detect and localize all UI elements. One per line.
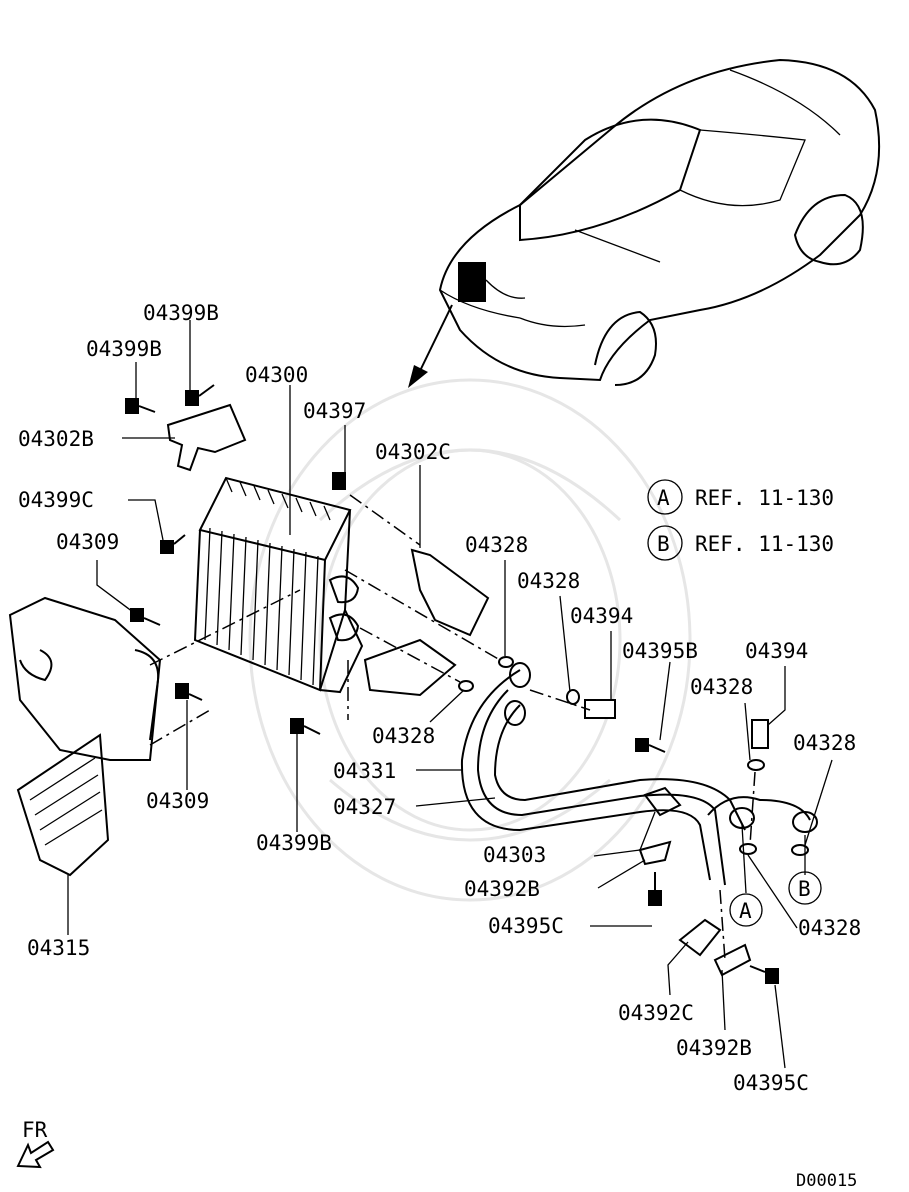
callout-04397: 04397 bbox=[303, 399, 366, 423]
callout-04302c: 04302C bbox=[375, 440, 451, 464]
callout-04315: 04315 bbox=[27, 936, 90, 960]
air-guide-shroud bbox=[8, 596, 162, 877]
callout-04331: 04331 bbox=[333, 759, 396, 783]
fr-arrow-icon bbox=[16, 1140, 55, 1169]
bracket-lower bbox=[363, 638, 457, 697]
callout-04328-d: 04328 bbox=[793, 731, 856, 755]
callout-04300: 04300 bbox=[245, 363, 308, 387]
callout-04328-e: 04328 bbox=[372, 724, 435, 748]
callout-04303: 04303 bbox=[483, 843, 546, 867]
callout-04328-f: 04328 bbox=[798, 916, 861, 940]
callout-04327: 04327 bbox=[333, 795, 396, 819]
marker-b: B bbox=[798, 877, 811, 901]
fr-label: FR bbox=[22, 1118, 48, 1142]
cooler-location-mark bbox=[458, 262, 486, 302]
callout-04392c: 04392C bbox=[618, 1001, 694, 1025]
connection-markers: B A bbox=[729, 871, 822, 927]
callout-04328-c: 04328 bbox=[690, 675, 753, 699]
drawing-code: D00015 bbox=[796, 1171, 857, 1187]
callout-04399b-upper-left: 04399B bbox=[86, 337, 162, 361]
callout-04392b-upper: 04392B bbox=[464, 877, 540, 901]
location-arrow-head bbox=[408, 365, 428, 388]
reference-legend: A REF. 11-130 B REF. 11-130 bbox=[647, 479, 834, 561]
marker-a: A bbox=[739, 899, 752, 923]
clamp-04392b-lower bbox=[713, 943, 752, 977]
bracket-04302c bbox=[410, 548, 490, 637]
oil-hose-assembly bbox=[460, 662, 818, 886]
callout-04309-lower: 04309 bbox=[146, 789, 209, 813]
callout-04328-b: 04328 bbox=[517, 569, 580, 593]
clamp-04392b-upper bbox=[638, 840, 672, 866]
o-ring-group bbox=[458, 656, 809, 856]
bolt-group bbox=[125, 384, 779, 984]
part-callouts: 04399B 04399B 04300 04397 04302B 04302C … bbox=[18, 301, 861, 1095]
oil-cooler-body bbox=[193, 476, 364, 694]
leader-lines bbox=[67, 320, 833, 1069]
callout-04394-a: 04394 bbox=[570, 604, 633, 628]
callout-04302b: 04302B bbox=[18, 427, 94, 451]
callout-04328-a: 04328 bbox=[465, 533, 528, 557]
legend-text-b: REF. 11-130 bbox=[695, 532, 834, 556]
clamp-04392c bbox=[678, 918, 722, 957]
callout-04392b-lower: 04392B bbox=[676, 1036, 752, 1060]
callout-04399b-top: 04399B bbox=[143, 301, 219, 325]
callout-04395c-upper: 04395C bbox=[488, 914, 564, 938]
callout-04399b-lower: 04399B bbox=[256, 831, 332, 855]
vehicle-outline bbox=[408, 58, 881, 388]
callout-04394-b: 04394 bbox=[745, 639, 808, 663]
assembly-dash-lines bbox=[149, 494, 756, 961]
callout-04395c-lower: 04395C bbox=[733, 1071, 809, 1095]
legend-text-a: REF. 11-130 bbox=[695, 486, 834, 510]
callout-04395b: 04395B bbox=[622, 639, 698, 663]
callout-04399c: 04399C bbox=[18, 488, 94, 512]
front-direction-indicator: FR bbox=[16, 1118, 55, 1169]
bracket-04302b bbox=[166, 403, 247, 472]
location-arrow bbox=[417, 304, 453, 376]
legend-marker-a: A bbox=[657, 486, 670, 510]
callout-04309-upper: 04309 bbox=[56, 530, 119, 554]
legend-marker-b: B bbox=[657, 532, 670, 556]
